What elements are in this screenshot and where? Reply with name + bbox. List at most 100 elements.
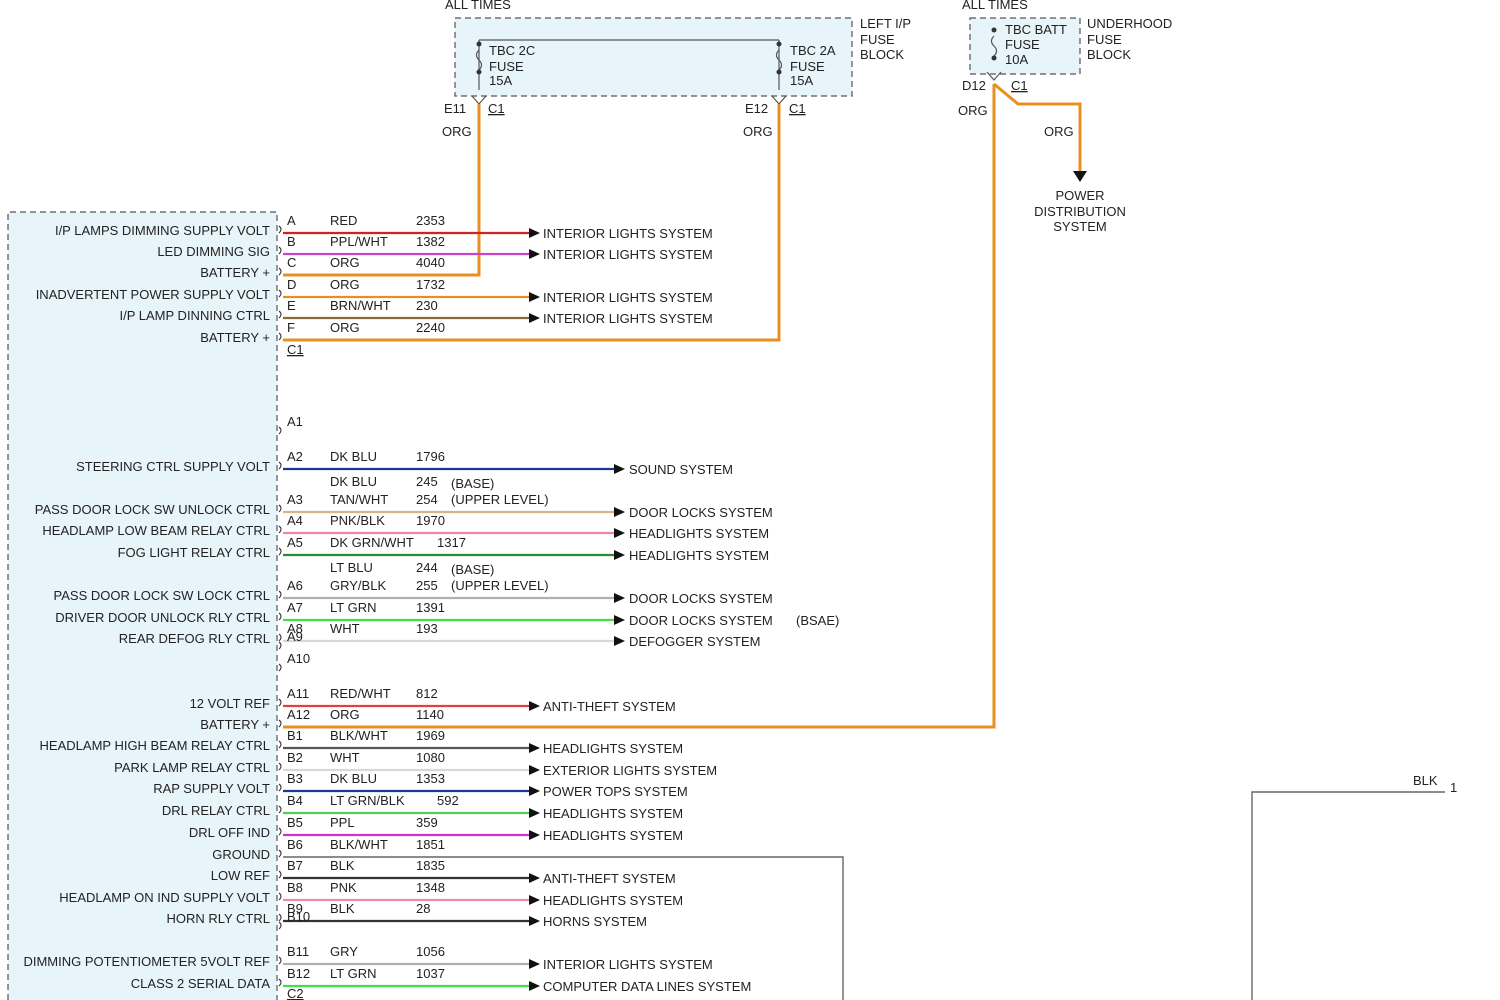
pin-bracket xyxy=(278,525,282,534)
pin-label: E xyxy=(287,298,296,313)
pin-label: B7 xyxy=(287,858,303,873)
ground-stub-color: BLK xyxy=(1413,773,1438,788)
pin-bracket xyxy=(278,719,282,728)
pin-bracket xyxy=(278,633,282,642)
wire-color-label: GRY/BLK xyxy=(330,578,386,593)
ground-stub-pin: 1 xyxy=(1450,780,1457,795)
pin-label: A10 xyxy=(287,651,310,666)
circuit-number: 1796 xyxy=(416,449,445,464)
wire-color-label: LT GRN xyxy=(330,600,376,615)
destination-label: HEADLIGHTS SYSTEM xyxy=(543,806,683,821)
connector-c2-label: C2 xyxy=(287,986,304,1000)
pin-label: A6 xyxy=(287,578,303,593)
pin-label: B6 xyxy=(287,837,303,852)
pin-bracket xyxy=(278,663,282,672)
pin-label: F xyxy=(287,320,295,335)
fuse-tbc-2a-wire-color: ORG xyxy=(743,124,773,139)
wire-color-label: TAN/WHT xyxy=(330,492,388,507)
fuse-tbc-2c-wire-color: ORG xyxy=(442,124,472,139)
wire-color-label: ORG xyxy=(330,255,360,270)
pin-bracket xyxy=(278,762,282,771)
wire-arrow xyxy=(529,916,540,926)
wire-color-label: BLK xyxy=(330,858,355,873)
fuse-tbc-2a-type: FUSE xyxy=(790,59,825,74)
destination-note: (BSAE) xyxy=(796,613,839,628)
circuit-number: 1382 xyxy=(416,234,445,249)
circuit-number: 1353 xyxy=(416,771,445,786)
wire-color-label: GRY xyxy=(330,944,358,959)
underhood-block-label-1: UNDERHOOD xyxy=(1087,16,1172,31)
pin-bracket xyxy=(278,504,282,513)
connector-c1-label: C1 xyxy=(287,342,304,357)
wire-arrow xyxy=(614,550,625,560)
left-ip-block-label-1: LEFT I/P xyxy=(860,16,911,31)
pin-label: A11 xyxy=(287,686,309,701)
wire-color-label: RED xyxy=(330,213,357,228)
pin-bracket xyxy=(278,827,282,836)
function-label: STEERING CTRL SUPPLY VOLT xyxy=(76,459,270,474)
wire-color-label: DK BLU xyxy=(330,449,377,464)
underhood-all-times: ALL TIMES xyxy=(962,0,1028,12)
function-label: I/P LAMPS DIMMING SUPPLY VOLT xyxy=(55,223,270,238)
pin-bracket xyxy=(278,590,282,599)
fuse-tbc-2c-connector: C1 xyxy=(488,101,505,116)
wire-arrow xyxy=(614,615,625,625)
fuse-tbc-2c-name: TBC 2C xyxy=(489,43,535,58)
pin-label: A5 xyxy=(287,535,303,550)
circuit-number: 255 xyxy=(416,578,438,593)
fuse-tbc-batt-wire-color: ORG xyxy=(958,103,988,118)
destination-label: INTERIOR LIGHTS SYSTEM xyxy=(543,957,713,972)
function-label: 12 VOLT REF xyxy=(190,696,270,711)
function-label: LOW REF xyxy=(211,868,270,883)
circuit-number: 359 xyxy=(416,815,438,830)
pin-bracket xyxy=(278,921,282,930)
function-label: FOG LIGHT RELAY CTRL xyxy=(118,545,270,560)
wire-arrow xyxy=(529,808,540,818)
pin-label: B10 xyxy=(287,909,310,924)
wire-color-label: ORG xyxy=(330,320,360,335)
pin-label: A7 xyxy=(287,600,303,615)
pin-label: B5 xyxy=(287,815,303,830)
wire-arrow xyxy=(529,228,540,238)
function-label: PASS DOOR LOCK SW UNLOCK CTRL xyxy=(35,502,270,517)
left-ip-bus xyxy=(478,39,780,90)
fuse-tbc-batt-pin: D12 xyxy=(962,78,986,93)
fuse-tbc-batt-name: TBC BATT xyxy=(1005,22,1067,37)
pin-label: B3 xyxy=(287,771,303,786)
destination-label: HEADLIGHTS SYSTEM xyxy=(629,548,769,563)
pin-bracket xyxy=(278,805,282,814)
pin-label: B9 xyxy=(287,901,303,916)
circuit-number: 28 xyxy=(416,901,430,916)
pin-label: A8 xyxy=(287,621,303,636)
wire-arrow xyxy=(529,873,540,883)
circuit-number: 245 xyxy=(416,474,438,489)
function-label: DRL RELAY CTRL xyxy=(162,803,270,818)
fuse-tbc-2c-rating: 15A xyxy=(489,73,512,88)
pin-bracket xyxy=(278,849,282,858)
pin-bracket xyxy=(278,978,282,987)
fuse-tbc-batt-symbol xyxy=(986,27,1002,81)
function-label: RAP SUPPLY VOLT xyxy=(153,781,270,796)
wire-color-label: LT GRN/BLK xyxy=(330,793,405,808)
circuit-number: 193 xyxy=(416,621,438,636)
circuit-number: 1037 xyxy=(416,966,445,981)
circuit-number: 1732 xyxy=(416,277,445,292)
wire-color-label: LT BLU xyxy=(330,560,373,575)
wire-color-label: DK BLU xyxy=(330,474,377,489)
wire-arrow xyxy=(529,292,540,302)
circuit-number: 1851 xyxy=(416,837,445,852)
circuit-number: 1348 xyxy=(416,880,445,895)
circuit-number: 1969 xyxy=(416,728,445,743)
pin-bracket xyxy=(278,267,282,276)
pin-label: B12 xyxy=(287,966,310,981)
pin-bracket xyxy=(278,225,282,234)
pin-label: B4 xyxy=(287,793,303,808)
function-label: BATTERY + xyxy=(200,330,270,345)
left-ip-block-label-2: FUSE xyxy=(860,32,895,47)
wire-color-label: PNK xyxy=(330,880,357,895)
pin-label: A4 xyxy=(287,513,303,528)
wire-arrow xyxy=(614,464,625,474)
wire-arrow xyxy=(529,249,540,259)
function-label: LED DIMMING SIG xyxy=(157,244,270,259)
